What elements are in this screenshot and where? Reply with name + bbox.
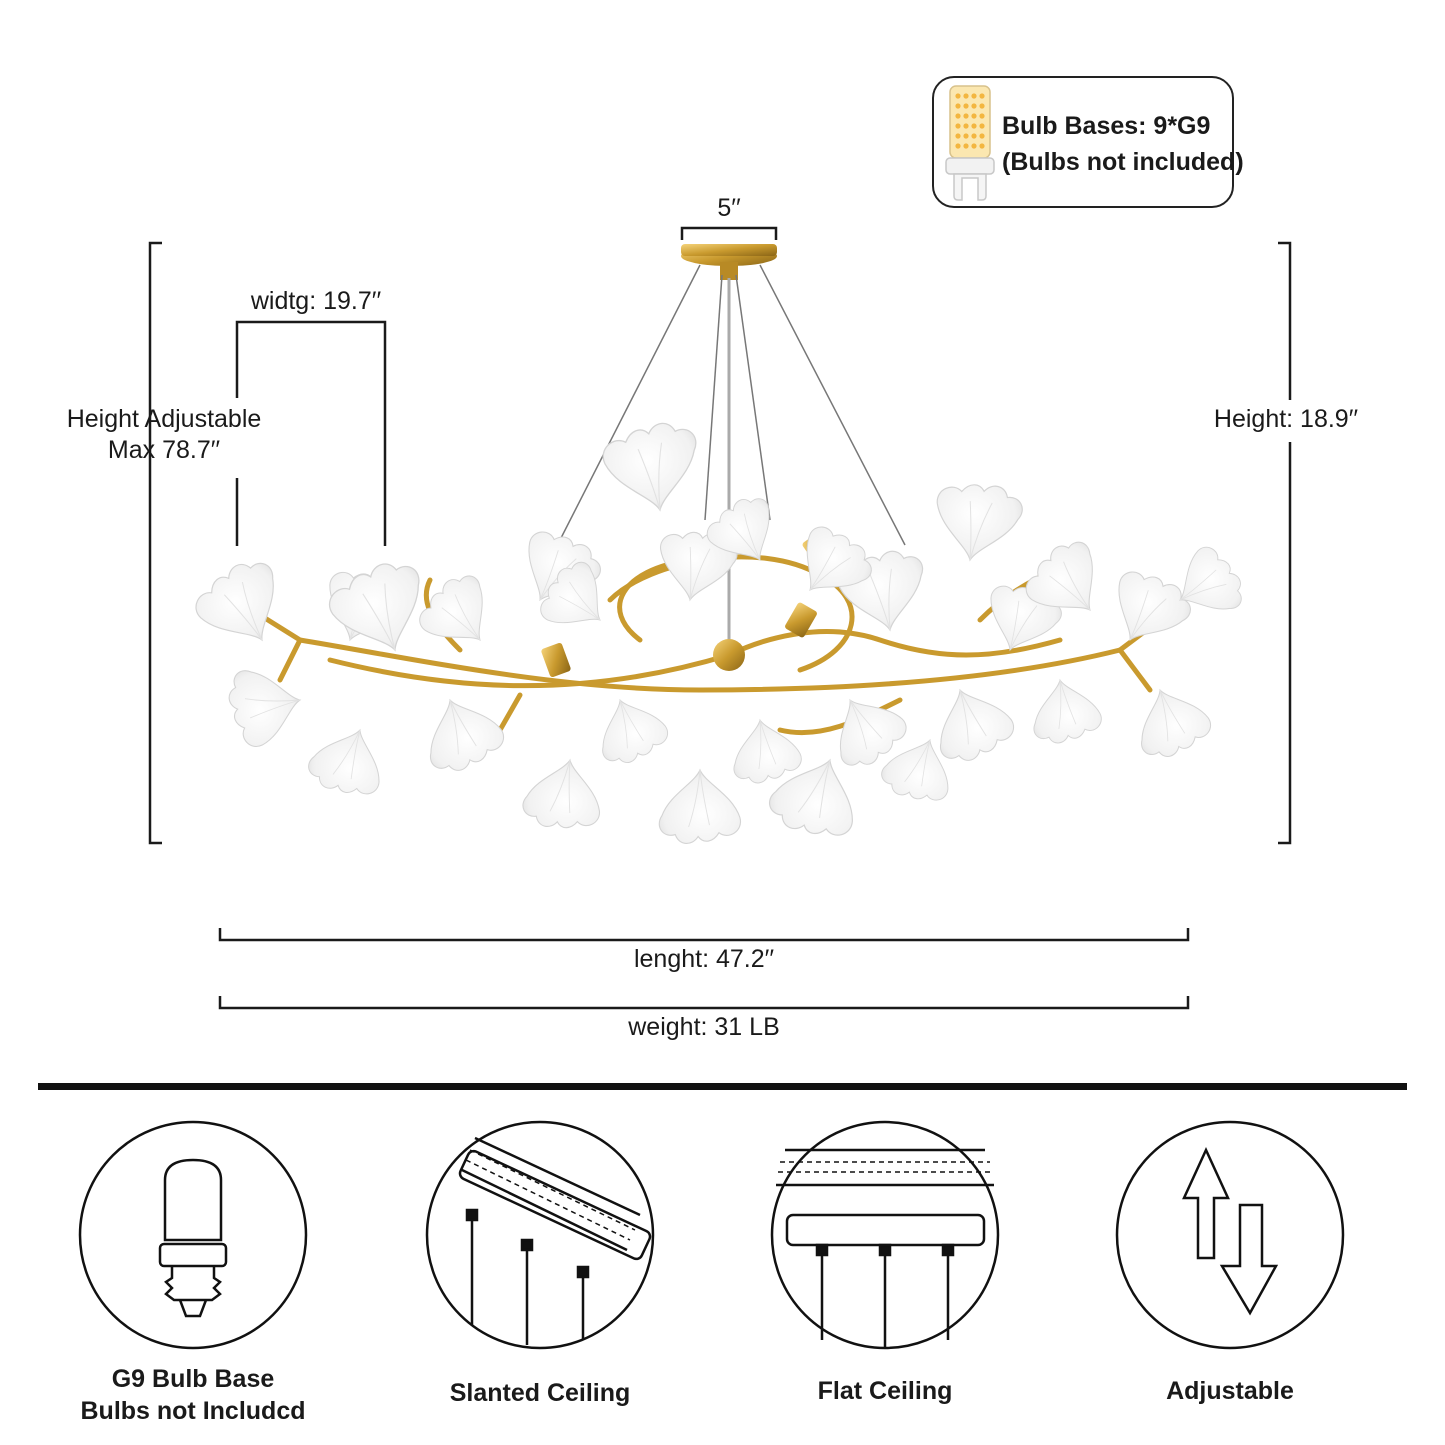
bulb-bases-label: Bulb Bases: 9*G9	[1002, 112, 1211, 140]
height-adjustable-line1: Height Adjustable	[66, 405, 262, 433]
height-label: Height: 18.9′′	[1213, 405, 1359, 433]
top-width-label: 5′′	[717, 194, 741, 222]
feature-caption-bulb-base: G9 Bulb Base Bulbs not Includcd	[81, 1363, 306, 1427]
feature-caption-flat-ceiling: Flat Ceiling	[817, 1377, 953, 1405]
bulb-info-box: Bulb Bases: 9*G9 (Bulbs not included)	[932, 76, 1244, 208]
bulbs-not-included-label: (Bulbs not included)	[1002, 148, 1244, 176]
width-label: widtg: 19.7′′	[250, 287, 382, 315]
chandelier-image	[185, 244, 1252, 848]
bulb-info-text: Bulb Bases: 9*G9 (Bulbs not included)	[1002, 108, 1244, 180]
adjustable-arrows-icon	[1115, 1120, 1345, 1350]
flat-ceiling-icon	[770, 1120, 1000, 1350]
weight-label: weight: 31 LB	[628, 1013, 780, 1041]
height-adjustable-label: Height Adjustable Max 78.7′′	[67, 404, 262, 466]
height-adjustable-line2: Max 78.7′′	[107, 436, 221, 464]
section-divider	[38, 1083, 1407, 1090]
feature-caption-bulb-base-line2: Bulbs not Includcd	[80, 1397, 306, 1425]
dimension-lines	[148, 226, 1292, 1010]
g9-bulb-icon	[945, 85, 995, 201]
length-label: lenght: 47.2′′	[633, 945, 775, 973]
slanted-ceiling-icon	[425, 1120, 655, 1350]
bulb-base-icon	[78, 1120, 308, 1350]
feature-caption-slanted-ceiling: Slanted Ceiling	[449, 1379, 631, 1407]
feature-caption-bulb-base-line1: G9 Bulb Base	[111, 1365, 275, 1393]
feature-caption-adjustable: Adjustable	[1166, 1377, 1294, 1405]
